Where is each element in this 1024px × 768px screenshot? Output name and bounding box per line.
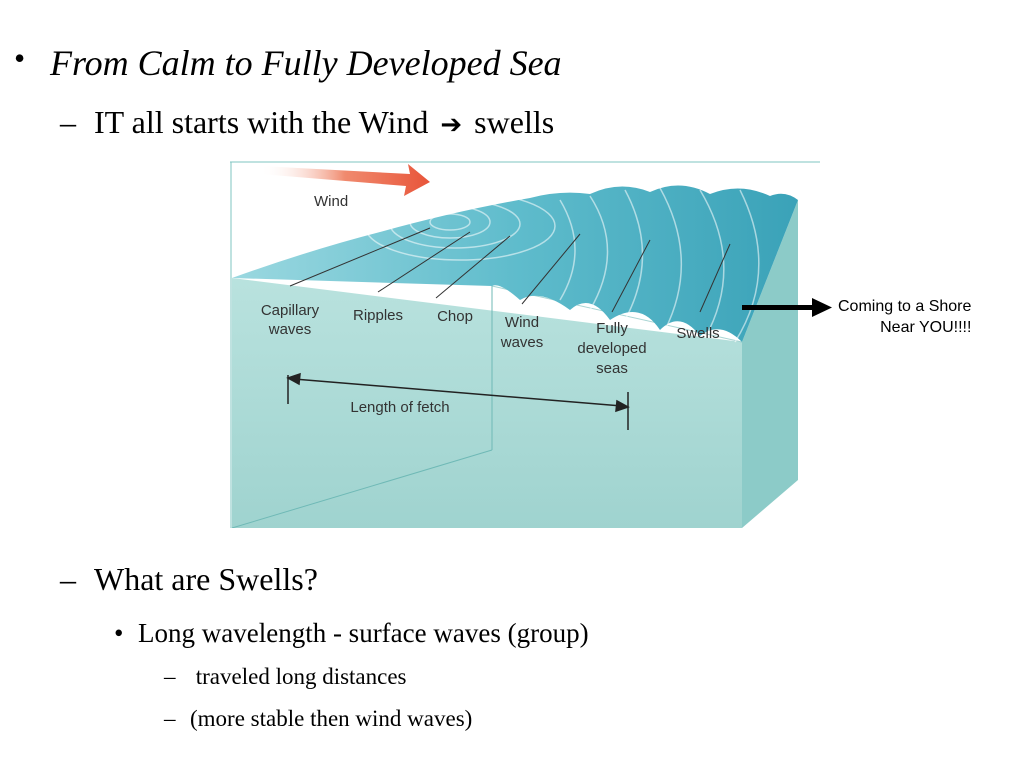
wind-arrow-icon	[260, 164, 430, 196]
dash-marker: –	[60, 104, 76, 140]
diagram-svg: Wind Capillary waves Ripples Chop Wind w…	[230, 161, 820, 528]
water-side-face	[742, 200, 798, 528]
fully-label-1: Fully	[596, 320, 628, 337]
water-front-face	[232, 278, 742, 528]
shore-callout-line1: Coming to a Shore	[838, 298, 972, 315]
slide-title-bullet: From Calm to Fully Developed Sea	[50, 43, 562, 83]
capillary-label-1: Capillary	[261, 302, 320, 319]
label-pointers	[289, 227, 731, 313]
wave-development-diagram: Wind Capillary waves Ripples Chop Wind w…	[230, 160, 820, 528]
wind-waves-label-1: Wind	[505, 314, 539, 331]
dash-marker: –	[164, 706, 176, 731]
swells-label: Swells	[676, 325, 719, 342]
ripple-rings	[364, 187, 760, 343]
bullet-marker: •	[14, 40, 26, 76]
ripples-label: Ripples	[353, 307, 403, 324]
right-arrow-icon: ➔	[440, 109, 463, 139]
fully-label-3: seas	[596, 360, 628, 377]
swell-detail-1: traveled long distances	[190, 664, 407, 689]
swell-detail-2: (more stable then wind waves)	[190, 706, 473, 731]
bullet-marker: •	[114, 618, 124, 648]
shore-callout: Coming to a Shore Near YOU!!!!	[838, 296, 971, 338]
swells-question: What are Swells?	[94, 561, 318, 597]
shore-callout-line2: Near YOU!!!!	[880, 319, 972, 336]
wind-text: IT all starts with the Wind	[94, 104, 429, 140]
chop-label: Chop	[437, 308, 473, 325]
swell-definition: Long wavelength - surface waves (group)	[138, 618, 589, 648]
wind-label: Wind	[314, 193, 348, 210]
water-surface	[232, 185, 798, 342]
wind-waves-label-2: waves	[500, 334, 544, 351]
callout-arrow-icon	[742, 298, 832, 317]
dash-marker: –	[60, 561, 76, 597]
capillary-label-2: waves	[268, 321, 312, 338]
fetch-arrow-icon	[286, 372, 630, 430]
fetch-label: Length of fetch	[350, 399, 449, 416]
fully-label-2: developed	[577, 340, 646, 357]
wind-swells-line: IT all starts with the Wind ➔ swells	[94, 104, 554, 141]
dash-marker: –	[164, 664, 176, 689]
swells-text: swells	[474, 104, 555, 140]
